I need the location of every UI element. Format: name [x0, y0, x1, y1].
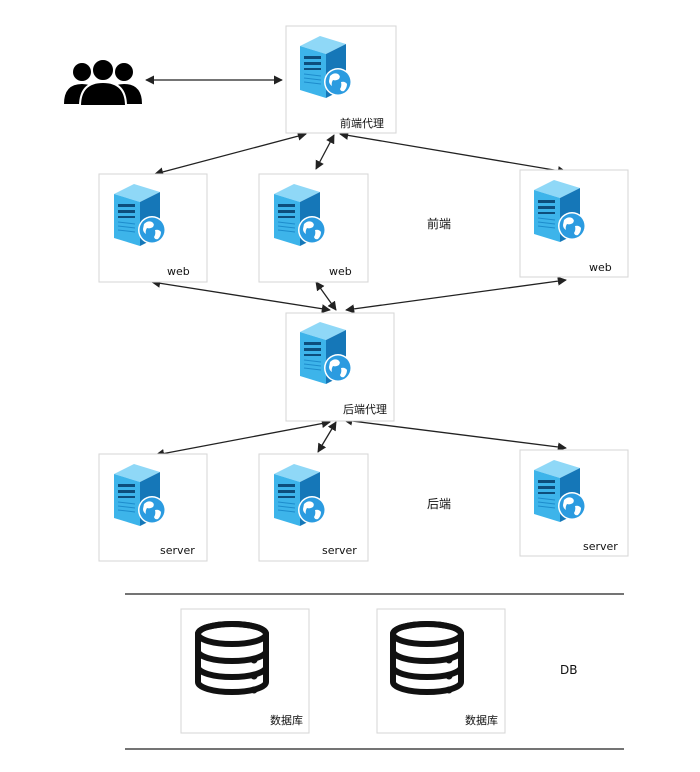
web-node-1: web [98, 173, 208, 283]
tier-label-db: DB [560, 663, 577, 677]
web-label-2: web [329, 265, 352, 278]
front-proxy-label: 前端代理 [340, 116, 384, 130]
arrow-frontproxy-web1 [154, 131, 307, 177]
server-globe-icon [113, 183, 167, 247]
users-icon [64, 58, 142, 107]
web-label-3: web [589, 261, 612, 274]
server-label-3: server [583, 540, 618, 553]
server-globe-icon [533, 179, 587, 243]
database-node-1: 数据库 [180, 608, 310, 734]
web-node-3: web [519, 169, 629, 278]
server-globe-icon [113, 463, 167, 527]
server-node-1: server [98, 453, 208, 562]
tier-label-backend: 后端 [427, 497, 451, 511]
arrow-backproxy-server3 [343, 416, 567, 452]
web-node-2: web [258, 173, 369, 283]
arrow-web3-backproxy [345, 276, 567, 314]
database-node-2: 数据库 [376, 608, 506, 734]
web-label-1: web [167, 265, 190, 278]
tier-label-frontend: 前端 [427, 216, 451, 231]
server-node-2: server [258, 453, 369, 562]
arrow-web1-backproxy [151, 278, 331, 314]
server-node-3: server [519, 449, 629, 557]
arrow-backproxy-server2 [317, 421, 337, 453]
db-label-2: 数据库 [465, 713, 498, 727]
server-globe-icon [273, 463, 327, 527]
server-globe-icon [273, 183, 327, 247]
arrow-frontproxy-web2 [315, 134, 335, 170]
back-proxy-node: 后端代理 [285, 312, 395, 422]
front-proxy-node: 前端代理 [285, 25, 397, 134]
arrow-frontproxy-web3 [339, 130, 567, 176]
db-label-1: 数据库 [270, 713, 303, 727]
back-proxy-label: 后端代理 [343, 403, 387, 416]
server-globe-icon [299, 35, 353, 99]
arrow-web2-backproxy [315, 281, 337, 311]
server-globe-icon [533, 459, 587, 523]
server-globe-icon [299, 321, 353, 385]
connections [145, 75, 567, 458]
arrow-backproxy-server1 [155, 419, 331, 458]
server-label-2: server [322, 544, 357, 557]
server-label-1: server [160, 544, 195, 557]
